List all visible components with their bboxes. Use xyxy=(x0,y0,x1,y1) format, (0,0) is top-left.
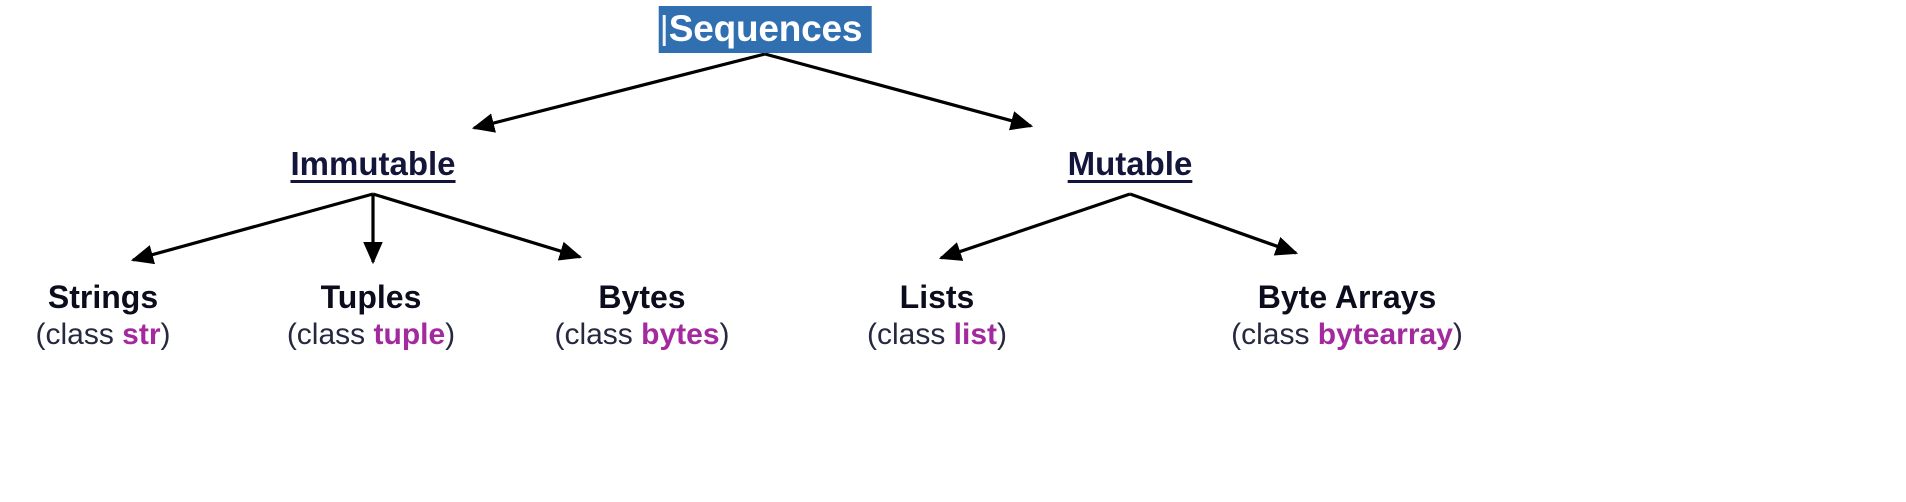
edge-mutable-to-lists xyxy=(938,192,1131,261)
class-suffix: ) xyxy=(1452,317,1463,351)
edge-root-to-mutable xyxy=(764,52,1034,131)
class-prefix: (class xyxy=(35,317,123,351)
node-bytes[interactable]: Bytes (class bytes) xyxy=(554,279,729,352)
bytes-class-line: (class bytes) xyxy=(554,318,729,352)
node-lists[interactable]: Lists (class list) xyxy=(867,279,1007,352)
byte-arrays-class-line: (class bytearray) xyxy=(1231,318,1463,352)
class-suffix: ) xyxy=(719,317,730,351)
class-suffix: ) xyxy=(445,317,456,351)
edge-mutable-to-bytearrays xyxy=(1129,192,1299,256)
immutable-label: Immutable xyxy=(290,145,456,182)
node-byte-arrays[interactable]: Byte Arrays (class bytearray) xyxy=(1231,279,1463,352)
text-caret-icon xyxy=(662,15,666,46)
lists-class-line: (class list) xyxy=(867,318,1007,352)
class-name-bytearray: bytearray xyxy=(1317,317,1453,351)
edge-root-to-immutable xyxy=(471,52,766,133)
node-mutable[interactable]: Mutable xyxy=(1067,145,1193,183)
tuples-class-line: (class tuple) xyxy=(287,318,455,352)
node-tuples[interactable]: Tuples (class tuple) xyxy=(287,279,455,352)
class-suffix: ) xyxy=(160,317,171,351)
edge-immutable-to-bytes xyxy=(372,192,583,261)
strings-class-line: (class str) xyxy=(35,318,170,352)
bytes-title: Bytes xyxy=(598,279,686,315)
class-prefix: (class xyxy=(286,317,374,351)
class-name-list: list xyxy=(953,317,998,351)
class-name-tuple: tuple xyxy=(373,317,446,351)
mutable-label: Mutable xyxy=(1067,145,1193,182)
class-prefix: (class xyxy=(554,317,642,351)
strings-title: Strings xyxy=(47,279,159,315)
root-label: Sequences xyxy=(668,8,863,49)
node-strings[interactable]: Strings (class str) xyxy=(35,279,170,352)
class-suffix: ) xyxy=(997,317,1008,351)
class-prefix: (class xyxy=(1231,317,1318,351)
byte-arrays-title: Byte Arrays xyxy=(1257,279,1437,315)
node-sequences-root[interactable]: Sequences xyxy=(658,6,872,54)
edge-immutable-to-strings xyxy=(130,192,374,265)
root-highlight-box[interactable]: Sequences xyxy=(658,6,872,54)
class-name-str: str xyxy=(122,317,161,351)
class-name-bytes: bytes xyxy=(641,317,720,351)
tuples-title: Tuples xyxy=(320,279,422,315)
class-prefix: (class xyxy=(866,317,954,351)
node-immutable[interactable]: Immutable xyxy=(290,145,456,183)
lists-title: Lists xyxy=(899,279,975,315)
